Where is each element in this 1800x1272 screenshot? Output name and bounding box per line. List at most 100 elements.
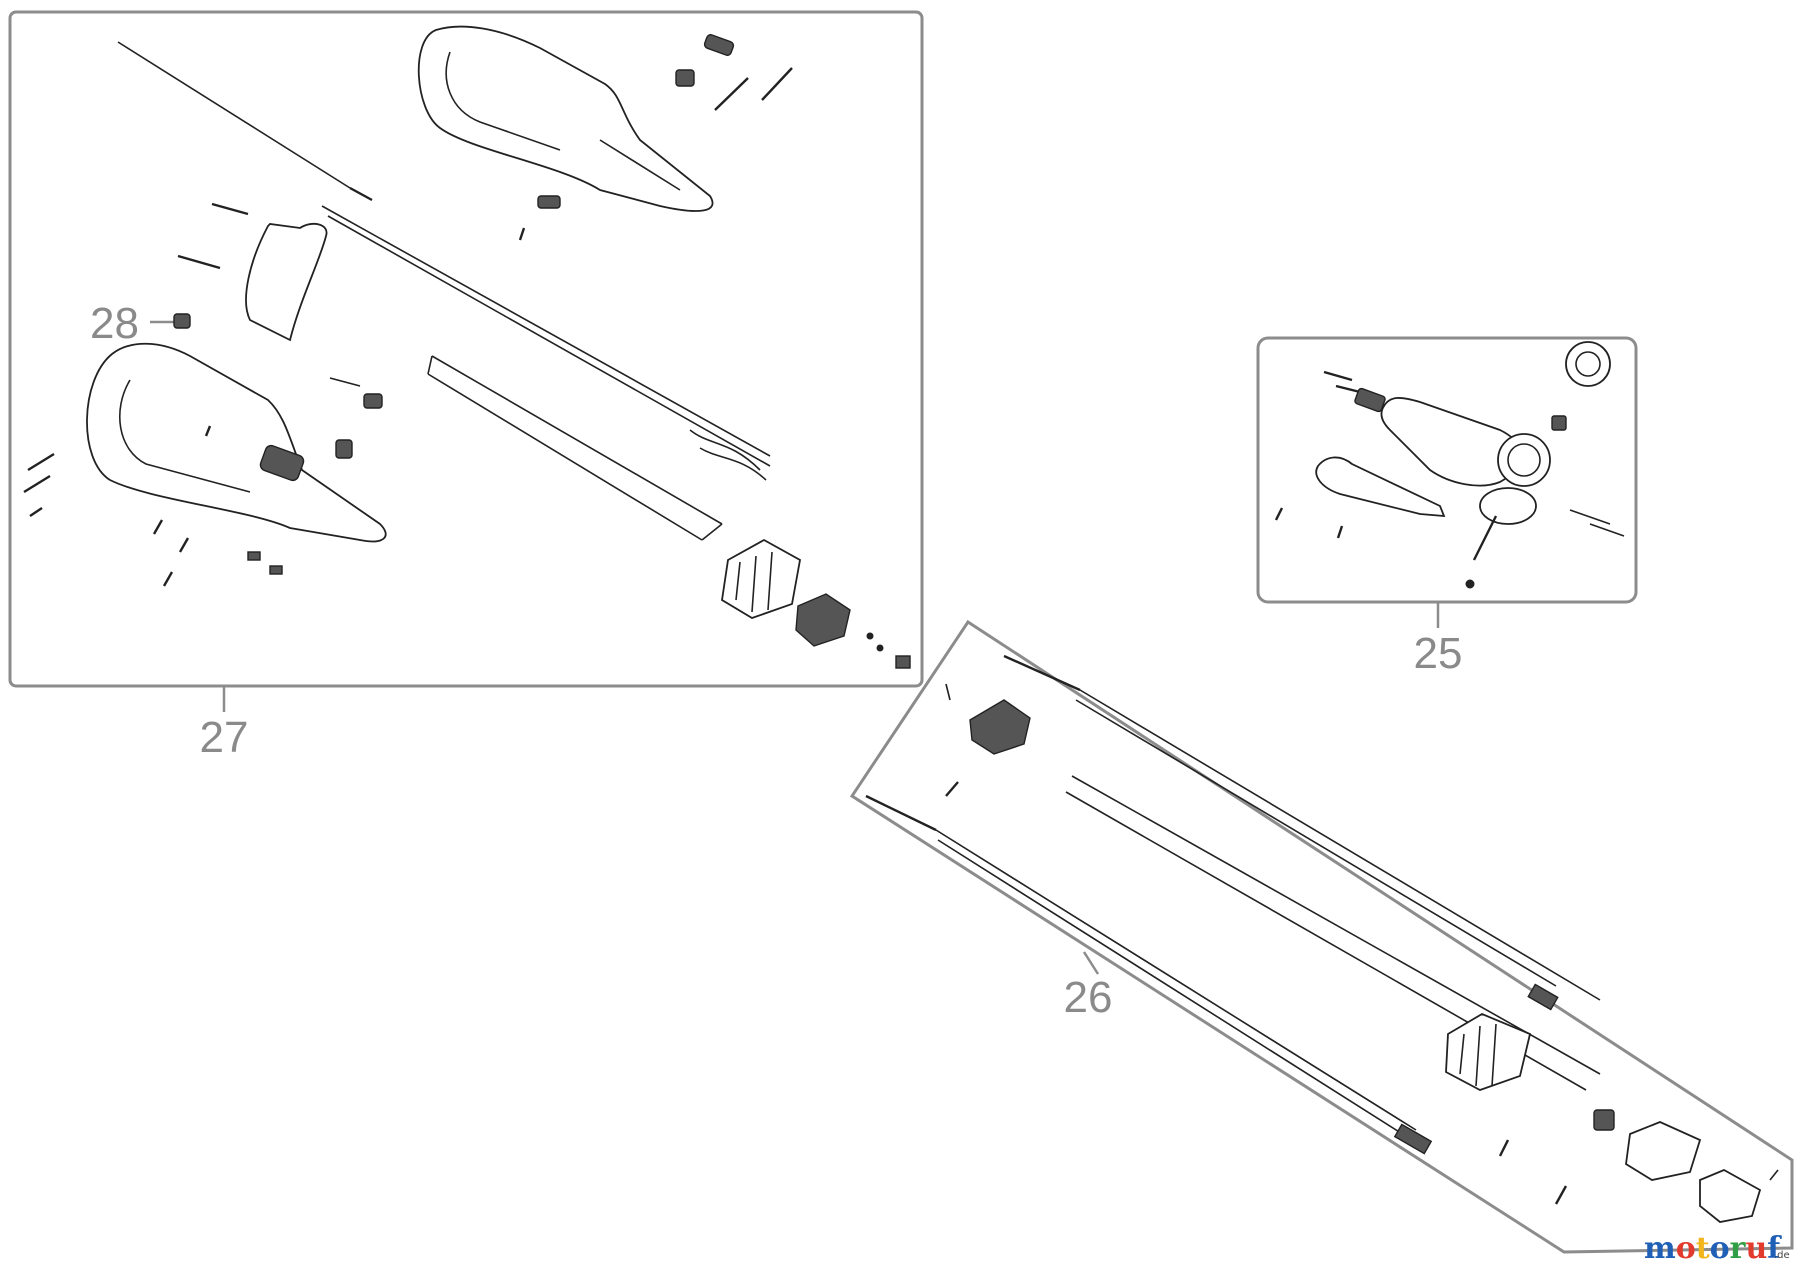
group-26-shaft-assembly: 26 bbox=[849, 619, 1794, 1254]
head-pins bbox=[1569, 509, 1625, 537]
head-arm bbox=[1380, 397, 1525, 487]
screw-e bbox=[178, 537, 190, 553]
shaft-tube-top bbox=[1071, 775, 1601, 1075]
group-26-leader bbox=[1082, 951, 1100, 975]
lower-handle-shell bbox=[86, 342, 387, 543]
logo-letter: r bbox=[1730, 1231, 1747, 1266]
logo-suffix: .de bbox=[1774, 1250, 1790, 1261]
group-27-handle-assembly: 27 28 bbox=[8, 10, 924, 762]
screw-a bbox=[27, 452, 55, 472]
logo-letter: o bbox=[1710, 1231, 1730, 1266]
callout-28: 28 bbox=[90, 299, 139, 348]
logo-letter: u bbox=[1745, 1231, 1767, 1266]
battery-tube-top bbox=[431, 355, 723, 525]
inner-rod-2 bbox=[327, 215, 771, 467]
group-27-frame bbox=[8, 10, 924, 688]
logo-letter: o bbox=[1676, 1231, 1696, 1266]
inner-rod bbox=[321, 205, 771, 457]
ball-2 bbox=[876, 644, 884, 652]
small-clip bbox=[537, 195, 561, 209]
callout-25: 25 bbox=[1414, 629, 1463, 678]
shaft-coupler-top bbox=[969, 699, 1031, 755]
logo-letter: f bbox=[1767, 1231, 1782, 1266]
head-screw-2 bbox=[1336, 525, 1344, 539]
head-disc bbox=[1479, 487, 1537, 525]
logo-letter: t bbox=[1696, 1231, 1710, 1266]
shaft-bottom-rod-end bbox=[1393, 1123, 1433, 1155]
shaft-top-screw bbox=[945, 781, 959, 797]
lower-handle-inner bbox=[118, 379, 251, 493]
head-screw-1 bbox=[1274, 507, 1284, 521]
ball-1 bbox=[866, 632, 874, 640]
shaft-spring bbox=[1593, 1109, 1615, 1131]
shaft-top-pin bbox=[945, 683, 951, 701]
shaft-collar bbox=[1625, 1121, 1702, 1181]
head-gear-inner bbox=[1507, 443, 1541, 477]
battery-tube-end-2 bbox=[701, 523, 723, 541]
battery-tube-bottom bbox=[427, 373, 703, 541]
logo-letter: m bbox=[1644, 1231, 1676, 1266]
screw-f bbox=[162, 571, 174, 587]
wire-1 bbox=[689, 429, 761, 471]
shaft-screw-2 bbox=[1554, 1185, 1568, 1205]
part-28-switch bbox=[173, 313, 191, 329]
lower-handle-grip bbox=[259, 444, 305, 482]
logo-text: motoruf bbox=[1644, 1231, 1782, 1266]
shaft-top-rod-2 bbox=[1075, 699, 1557, 987]
callout-26: 26 bbox=[1064, 973, 1113, 1022]
group-26-frame bbox=[849, 619, 1794, 1254]
nut-2 bbox=[269, 565, 283, 575]
screw-long-1 bbox=[714, 77, 749, 111]
coupler-large-ribs bbox=[735, 551, 773, 613]
nut-1 bbox=[247, 551, 261, 561]
middle-clip bbox=[335, 439, 353, 459]
screw-d bbox=[152, 519, 164, 535]
head-nut bbox=[1551, 415, 1567, 431]
cable-rod bbox=[117, 41, 351, 189]
shaft-top-rod bbox=[1079, 689, 1601, 1001]
battery-tube-end-1 bbox=[427, 355, 433, 375]
upper-handle-edge bbox=[599, 139, 681, 191]
motoruf-logo: motoruf .de bbox=[1644, 1231, 1790, 1266]
switch-button bbox=[703, 34, 735, 56]
head-shaft-end bbox=[1465, 579, 1475, 589]
head-gear bbox=[1497, 433, 1551, 487]
upper-handle-inner bbox=[445, 51, 561, 151]
shaft-coupler-main bbox=[1445, 1012, 1532, 1091]
group-25-frame bbox=[1256, 336, 1638, 604]
shaft-pin bbox=[1769, 1169, 1779, 1181]
head-knob-inner bbox=[1575, 351, 1601, 377]
small-screw bbox=[518, 227, 526, 241]
trigger-cover bbox=[245, 222, 328, 342]
head-shaft bbox=[1472, 515, 1498, 561]
shaft-bottom-rod-start bbox=[865, 794, 937, 832]
screw-g bbox=[204, 425, 212, 437]
head-knob bbox=[1565, 341, 1611, 387]
head-bolt bbox=[1354, 387, 1386, 413]
end-nut bbox=[895, 655, 911, 669]
group-25-head-assembly: 25 bbox=[1256, 336, 1638, 678]
screw-c bbox=[29, 507, 43, 517]
coupler-large bbox=[721, 538, 802, 619]
rod-end bbox=[349, 186, 373, 202]
shaft-end-cap bbox=[1699, 1169, 1762, 1223]
shaft-coupler-ribs bbox=[1459, 1023, 1497, 1087]
shaft-screw-1 bbox=[1498, 1139, 1510, 1157]
middle-button bbox=[363, 393, 383, 409]
shaft-top-rod-end bbox=[1527, 983, 1559, 1011]
callout-27: 27 bbox=[200, 713, 249, 762]
shaft-bottom-rod-2 bbox=[937, 839, 1413, 1141]
middle-pin bbox=[329, 377, 361, 387]
logo-letters: motoruf bbox=[1644, 1231, 1782, 1266]
screw-b bbox=[23, 474, 51, 494]
screw-long-2 bbox=[761, 67, 793, 101]
head-guard bbox=[1315, 456, 1446, 518]
shaft-bottom-rod bbox=[935, 829, 1417, 1131]
switch-part bbox=[675, 69, 695, 87]
wire-2 bbox=[699, 447, 767, 481]
shaft-top-rod-start bbox=[1003, 654, 1081, 692]
spring-1 bbox=[211, 202, 249, 216]
spring-2 bbox=[177, 254, 221, 270]
coupler-small bbox=[795, 593, 851, 647]
